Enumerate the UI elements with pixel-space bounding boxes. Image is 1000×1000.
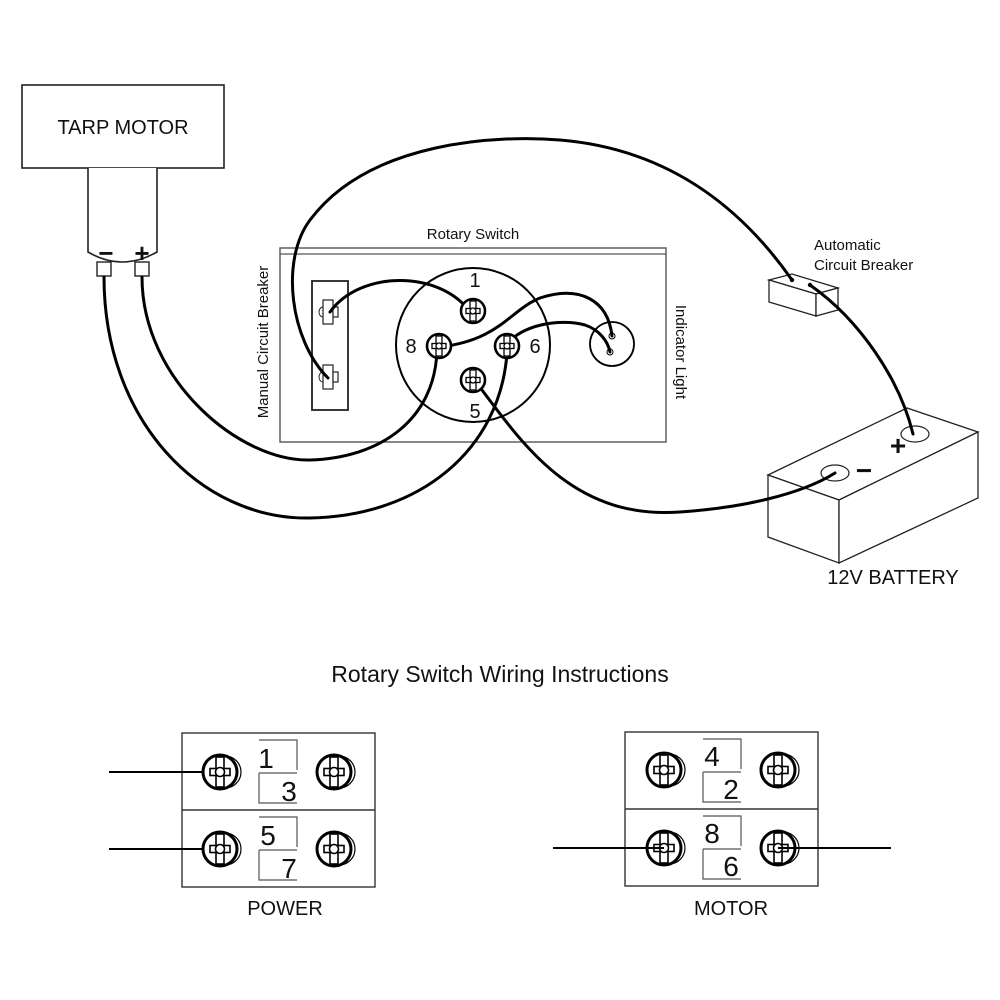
manual-breaker-label: Manual Circuit Breaker (255, 266, 272, 419)
power-label-1: 1 (258, 743, 274, 774)
indicator-light-label: Indicator Light (672, 305, 689, 400)
power-screw-5 (201, 830, 243, 868)
tarp-motor: TARP MOTOR − + (21, 84, 225, 277)
rotary-switch-dial (395, 267, 551, 423)
battery-pos-symbol: + (890, 430, 906, 461)
wire-breaker-to-auto-breaker (291, 137, 794, 380)
switch-terminal-1: 1 (459, 270, 487, 325)
wire-5-to-battery-neg (471, 376, 837, 515)
motor-housing (87, 168, 158, 263)
svg-text:5: 5 (469, 401, 480, 423)
wire-breaker-to-1 (328, 279, 472, 314)
svg-text:6: 6 (529, 336, 540, 358)
wire-8-to-indicator (438, 291, 614, 349)
wire-6-to-indicator (505, 320, 612, 354)
tarp-motor-label: TARP MOTOR (57, 117, 188, 139)
power-label-7: 7 (281, 853, 297, 884)
tarp-motor-box (21, 84, 225, 169)
power-screw-7 (315, 830, 357, 868)
power-screw-3 (315, 753, 357, 791)
motor-neg-symbol: − (98, 238, 113, 268)
auto-circuit-breaker: Automatic Circuit Breaker (766, 237, 913, 317)
battery-neg-symbol: − (856, 455, 872, 486)
instructions-title: Rotary Switch Wiring Instructions (331, 661, 668, 687)
wire-motor-pos-to-8 (140, 275, 439, 462)
motor-label: MOTOR (694, 898, 768, 920)
motor-screw-2 (759, 751, 801, 789)
motor-label-4: 4 (704, 741, 720, 772)
rotary-switch-panel: Rotary Switch Manual Circuit Breaker Ind… (255, 226, 689, 443)
wires (102, 137, 915, 520)
switch-terminal-6: 6 (493, 332, 541, 360)
battery-pos-terminal (900, 425, 930, 443)
auto-breaker-label-1: Automatic (814, 237, 881, 254)
switch-terminal-5: 5 (459, 366, 487, 423)
power-block: 1 3 5 7 POWER (109, 732, 376, 920)
power-label-3: 3 (281, 776, 297, 807)
battery-12v: − + 12V BATTERY (766, 407, 980, 589)
motor-screw-4 (645, 751, 687, 789)
motor-label-8: 8 (704, 818, 720, 849)
svg-text:1: 1 (469, 270, 480, 292)
wire-auto-breaker-to-battery-pos (808, 283, 915, 436)
power-label-5: 5 (260, 820, 276, 851)
motor-label-2: 2 (723, 774, 739, 805)
battery-label: 12V BATTERY (827, 567, 959, 589)
power-label: POWER (247, 898, 323, 920)
motor-label-6: 6 (723, 851, 739, 882)
motor-block: 4 2 8 6 MOTOR (553, 731, 891, 920)
svg-text:8: 8 (405, 336, 416, 358)
wire-motor-neg-to-6 (102, 275, 509, 520)
rotary-switch-label: Rotary Switch (427, 226, 520, 243)
motor-pos-symbol: + (134, 238, 149, 268)
switch-terminal-8: 8 (405, 332, 453, 360)
auto-breaker-label-2: Circuit Breaker (814, 257, 913, 274)
power-screw-1 (201, 753, 243, 791)
